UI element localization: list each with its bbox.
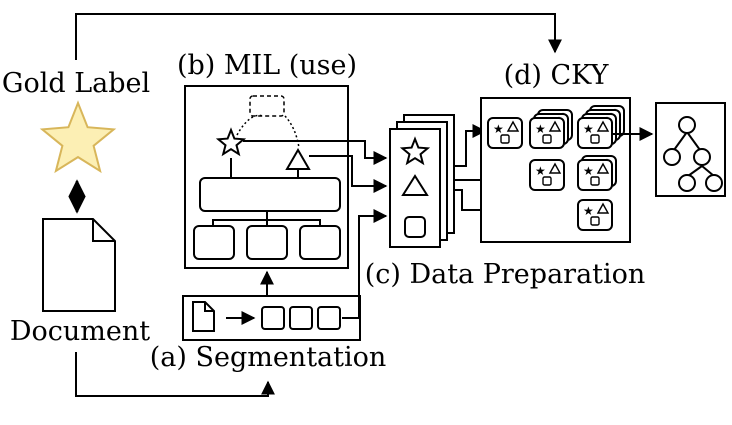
dashed-node <box>249 95 285 117</box>
segment-block-2 <box>289 306 313 330</box>
document-fold <box>92 219 115 242</box>
star-icon <box>399 136 431 166</box>
cky-cell <box>529 117 565 149</box>
cky-cell <box>487 117 523 149</box>
data-preparation-label: (c) Data Preparation <box>365 259 646 290</box>
dotted-link-right <box>284 115 300 149</box>
cky-cell <box>529 159 565 191</box>
data-preparation-stack <box>389 114 455 248</box>
data-to-cky-arrow-1 <box>454 124 487 167</box>
segments-to-data-arrow <box>342 209 388 319</box>
cky-cell <box>577 159 613 191</box>
document-icon <box>42 218 116 312</box>
triangle-icon <box>285 148 311 170</box>
cky-label: (d) CKY <box>504 60 610 91</box>
gold-label-text: Gold Label <box>2 68 150 99</box>
gold-to-cky-arrow <box>75 13 562 60</box>
triangle-to-data-arrow <box>309 155 388 193</box>
dotted-link-left <box>236 114 264 136</box>
tree-icon <box>655 102 726 197</box>
mil-input-3 <box>299 225 341 260</box>
star-to-data-arrow <box>243 140 388 165</box>
cky-chart <box>480 97 631 243</box>
mil-box <box>184 85 349 269</box>
cky-cell <box>577 117 613 149</box>
triangle-icon <box>401 174 429 196</box>
segmentation-box <box>182 295 361 341</box>
star-icon <box>215 127 247 157</box>
segment-doc-icon <box>192 301 215 332</box>
segment-block-3 <box>317 306 341 330</box>
mil-label: (b) MIL (use) <box>177 50 357 81</box>
mil-input-1 <box>193 225 235 260</box>
mil-input-2 <box>246 225 288 260</box>
square-icon <box>404 216 426 238</box>
star-icon <box>39 100 117 174</box>
cky-cell <box>577 199 613 231</box>
segment-block-1 <box>261 306 285 330</box>
mil-aggregator <box>199 177 341 212</box>
segmentation-label: (a) Segmentation <box>150 342 387 373</box>
document-label: Document <box>10 316 150 347</box>
document-to-segmentation-arrow <box>75 352 275 397</box>
